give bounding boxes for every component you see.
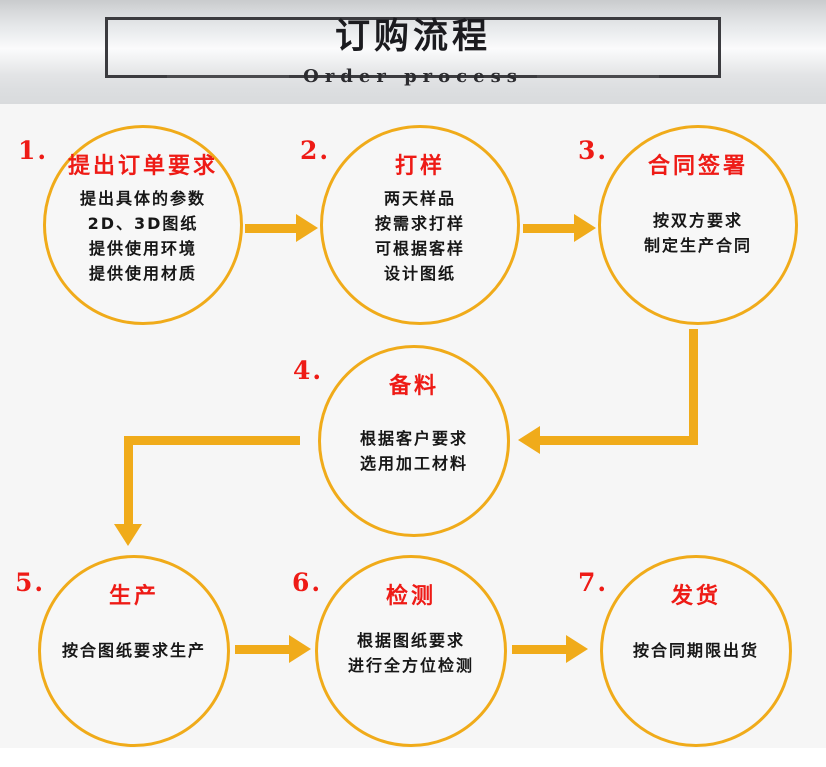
step-body-line: 选用加工材料 <box>359 454 468 473</box>
step-body-line: 按合同期限出货 <box>632 641 759 660</box>
step-circle-2[interactable]: 打样 两天样品 按需求打样 可根据客样 设计图纸 <box>320 125 520 325</box>
step-number-7: 7. <box>578 568 609 597</box>
arrow-head-right-icon <box>289 635 311 663</box>
step-circle-1[interactable]: 提出订单要求 提出具体的参数 2D、3D图纸 提供使用环境 提供使用材质 <box>43 125 243 325</box>
step-body-3: 按双方要求 制定生产合同 <box>644 208 752 258</box>
arrow-shaft-horizontal <box>540 436 698 445</box>
step-body-6: 根据图纸要求 进行全方位检测 <box>348 628 474 678</box>
step-body-line: 按双方要求 <box>652 211 743 230</box>
step-title-7: 发货 <box>670 584 721 609</box>
step-circle-3[interactable]: 合同签署 按双方要求 制定生产合同 <box>598 125 798 325</box>
step-body-line: 2D、3D图纸 <box>87 214 199 233</box>
step-circle-6[interactable]: 检测 根据图纸要求 进行全方位检测 <box>315 555 507 747</box>
step-body-line: 进行全方位检测 <box>347 656 474 675</box>
step-body-line: 两天样品 <box>383 189 456 208</box>
page-title: 订购流程 <box>334 17 491 57</box>
step-body-line: 提出具体的参数 <box>79 189 206 208</box>
step-number-2: 2. <box>300 136 331 165</box>
step-number-5: 5. <box>15 568 46 597</box>
step-circle-7[interactable]: 发货 按合同期限出货 <box>600 555 792 747</box>
step-body-5: 按合图纸要求生产 <box>62 638 206 663</box>
step-title-4: 备料 <box>388 374 439 399</box>
arrow-head-right-icon <box>566 635 588 663</box>
arrow-head-right-icon <box>574 214 596 242</box>
step-number-4: 4. <box>293 356 324 385</box>
arrow-shaft <box>512 645 570 654</box>
arrow-head-left-icon <box>518 426 540 454</box>
step-circle-4[interactable]: 备料 根据客户要求 选用加工材料 <box>318 345 510 537</box>
arrow-shaft-vertical <box>689 329 698 445</box>
subtitle-row: Order process <box>0 66 826 87</box>
subtitle-rule-right <box>536 75 659 78</box>
step-body-line: 按需求打样 <box>374 214 465 233</box>
step-number-1: 1. <box>18 136 49 165</box>
step-body-line: 可根据客样 <box>374 239 465 258</box>
arrow-shaft <box>235 645 293 654</box>
arrow-shaft <box>523 224 578 233</box>
page-subtitle: Order process <box>303 66 523 87</box>
step-circle-5[interactable]: 生产 按合图纸要求生产 <box>38 555 230 747</box>
step-body-2: 两天样品 按需求打样 可根据客样 设计图纸 <box>375 186 465 286</box>
step-title-1: 提出订单要求 <box>67 154 218 179</box>
step-title-2: 打样 <box>394 154 445 179</box>
arrow-shaft <box>245 224 300 233</box>
step-title-5: 生产 <box>108 584 159 609</box>
step-number-6: 6. <box>292 568 323 597</box>
step-title-3: 合同签署 <box>647 154 748 179</box>
title-frame <box>105 17 721 78</box>
step-body-4: 根据客户要求 选用加工材料 <box>360 426 468 476</box>
step-body-line: 按合图纸要求生产 <box>61 641 206 660</box>
arrow-shaft-horizontal <box>124 436 300 445</box>
step-body-line: 提供使用材质 <box>88 264 197 283</box>
step-body-1: 提出具体的参数 2D、3D图纸 提供使用环境 提供使用材质 <box>80 186 206 286</box>
bottom-strip <box>0 748 826 767</box>
step-body-line: 设计图纸 <box>383 264 456 283</box>
arrow-shaft-vertical <box>124 436 133 528</box>
step-body-line: 制定生产合同 <box>643 236 752 255</box>
arrow-head-down-icon <box>114 524 142 546</box>
step-body-line: 提供使用环境 <box>88 239 197 258</box>
step-number-3: 3. <box>578 136 609 165</box>
step-body-7: 按合同期限出货 <box>633 638 759 663</box>
step-body-line: 根据客户要求 <box>359 429 468 448</box>
subtitle-rule-left <box>167 75 290 78</box>
step-title-6: 检测 <box>385 584 436 609</box>
step-body-line: 根据图纸要求 <box>356 631 465 650</box>
arrow-head-right-icon <box>296 214 318 242</box>
